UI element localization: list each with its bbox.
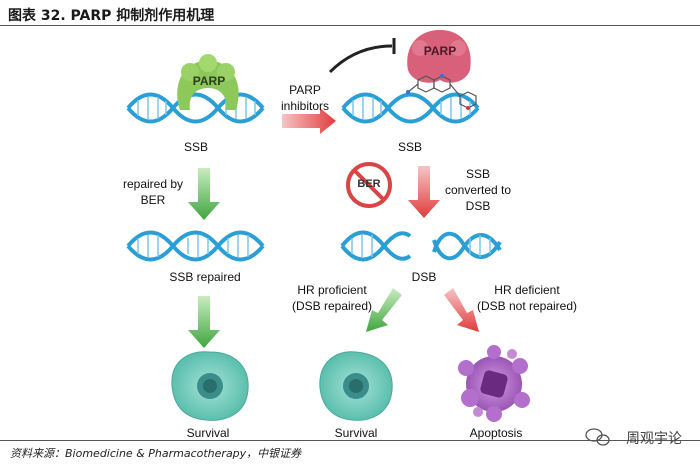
ssb-converted-label: SSB converted to DSB bbox=[444, 167, 512, 213]
dsb-label: DSB bbox=[411, 270, 437, 284]
dna-helix-dsb-right-icon bbox=[432, 231, 502, 261]
dna-helix-ssb-left-icon bbox=[126, 92, 265, 124]
green-arrow-hr-proficient bbox=[366, 288, 402, 332]
inhibition-arc bbox=[328, 44, 393, 74]
inhibitor-molecule-icon bbox=[406, 74, 477, 110]
title-underline bbox=[0, 25, 700, 26]
figure-title: 图表 32. PARP 抑制剂作用机理 bbox=[8, 8, 215, 24]
dna-helix-repaired-icon bbox=[126, 230, 265, 262]
parp-inhibitors-label: PARP inhibitors bbox=[280, 83, 330, 113]
cell-survival-right-icon bbox=[319, 351, 393, 421]
green-arrow-survival bbox=[188, 296, 220, 348]
repaired-by-ber-label: repaired by BER bbox=[122, 177, 184, 207]
dna-helix-dsb-left-icon bbox=[340, 230, 412, 262]
red-arrow-ssb-to-dsb bbox=[408, 166, 440, 218]
red-arrow-hr-deficient bbox=[444, 288, 479, 332]
survival-label-right: Survival bbox=[334, 426, 378, 440]
dna-helix-ssb-right-icon bbox=[341, 92, 480, 124]
parp-label-left: PARP bbox=[192, 74, 226, 88]
red-arrow-horizontal bbox=[282, 108, 336, 134]
survival-label-left: Survival bbox=[186, 426, 230, 440]
source-note: 资料来源：Biomedicine & Pharmacotherapy，中银证券 bbox=[10, 447, 302, 460]
hr-proficient-label: HR proficient (DSB repaired) bbox=[291, 283, 373, 313]
ssb-label-right: SSB bbox=[397, 140, 423, 154]
apoptosis-label: Apoptosis bbox=[469, 426, 523, 440]
parp-enzyme-green-icon bbox=[177, 54, 239, 110]
hr-deficient-label: HR deficient (DSB not repaired) bbox=[476, 283, 578, 313]
ber-badge-label: BER bbox=[357, 178, 381, 190]
parp-label-right: PARP bbox=[423, 44, 457, 58]
ber-prohibited-icon bbox=[346, 162, 392, 208]
parp-enzyme-pink-icon bbox=[407, 30, 471, 83]
ssb-repaired-label: SSB repaired bbox=[169, 270, 241, 284]
green-arrow-ber bbox=[188, 168, 220, 220]
footer-rule bbox=[0, 440, 700, 441]
ssb-label-left: SSB bbox=[183, 140, 209, 154]
cell-apoptosis-icon bbox=[458, 345, 530, 422]
wechat-bubble-icon bbox=[585, 428, 610, 446]
cell-survival-left-icon bbox=[171, 351, 249, 421]
watermark: 周观宇论 bbox=[626, 431, 682, 447]
